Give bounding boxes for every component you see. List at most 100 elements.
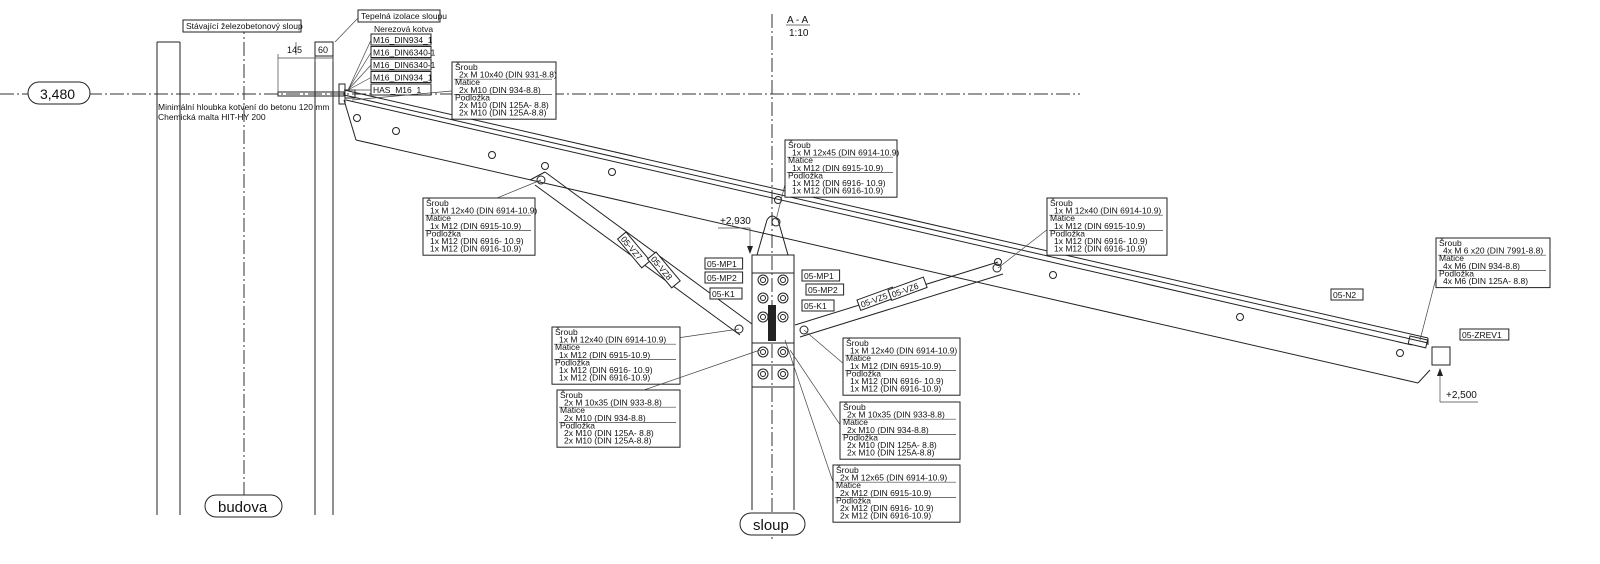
level-3480-label: 3,480 — [27, 81, 91, 105]
callout-spec: 1x M 12x40 (DIN 6914-10.9) — [559, 335, 666, 345]
callout-spec: 2x M10 (DIN 125A-8.8) — [847, 448, 935, 458]
part-tag-mp2-left: 05-MP2 — [704, 271, 744, 284]
dim-145: 145 — [287, 45, 302, 55]
bolt-head — [757, 311, 769, 323]
callout-spec: 4x M 6 x20 (DIN 7991-8.8) — [1443, 246, 1543, 256]
bolt-hole — [541, 162, 549, 170]
callout-spec: 1x M12 (DIN 6915-10.9) — [1054, 221, 1145, 231]
section-title: A - A — [787, 15, 808, 26]
part-tag-mp1-left: 05-MP1 — [704, 257, 744, 270]
bolt-head — [777, 346, 789, 358]
section-scale: 1:10 — [789, 28, 809, 39]
level-mark-2500: +2,500 — [1437, 368, 1478, 403]
callout-spec: 1x M12 (DIN 6916- 10.9) — [1054, 236, 1148, 246]
dim-60-box — [314, 41, 334, 57]
callout-spec: 4x M6 (DIN 934-8.8) — [1443, 261, 1520, 271]
anchor-part-box — [370, 46, 432, 58]
callout-heading: Podložka — [836, 495, 871, 505]
part-tag-mp1-right: 05-MP1 — [801, 269, 841, 282]
bolt-head — [757, 346, 769, 358]
callout-spec: 1x M12 (DIN 6916- 10.9) — [559, 365, 653, 375]
callout-spec: 2x M12 (DIN 6916- 10.9) — [840, 503, 934, 513]
bolt-holes — [353, 114, 1404, 357]
bolt-head — [777, 274, 789, 286]
callout-heading: Šroub — [843, 402, 866, 412]
anchor-part-label: HAS_M16_1 — [373, 85, 421, 95]
bolt-hole — [780, 314, 786, 320]
callout-heading: Matice — [555, 342, 580, 352]
callout-heading: Matice — [1439, 253, 1464, 263]
anchor-depth-note: Minimální hloubka kotvení do betonu 120 … — [158, 102, 330, 112]
insulation-note: Tepelná izolace sloupu — [361, 11, 447, 21]
callout-spec: 2x M10 (DIN 125A- 8.8) — [564, 428, 654, 438]
bolt-hole — [760, 277, 766, 283]
leader-line — [803, 329, 848, 367]
svg-text:05-N2: 05-N2 — [1333, 290, 1356, 300]
anchor-part-label: M16_DIN6340-1 — [373, 48, 436, 58]
dim-60: 60 — [318, 45, 328, 55]
bolt-hole — [488, 151, 496, 159]
bolt-hole — [994, 258, 1002, 266]
callout-spec: 1x M12 (DIN 6915-10.9) — [430, 221, 521, 231]
svg-text:+2,500: +2,500 — [1446, 390, 1477, 401]
callout-heading: Podložka — [455, 92, 490, 102]
callout-heading: Podložka — [426, 228, 461, 238]
bolt-head — [757, 274, 769, 286]
bolt-hole — [760, 295, 766, 301]
gutter-profile-05-ZREV1 — [1431, 346, 1451, 366]
svg-text:05-MP2: 05-MP2 — [707, 273, 737, 283]
callout-heading: Šroub — [788, 140, 811, 150]
callout-spec: 1x M12 (DIN 6915-10.9) — [559, 350, 650, 360]
bolt-head — [777, 368, 789, 380]
dimension-lines: 145 60 — [277, 41, 334, 92]
bolt-hole — [608, 168, 616, 176]
anchor-part-label: M16_DIN934_1 — [373, 73, 433, 83]
rafter-beam-05-N2 — [343, 89, 1451, 384]
callout-spec: 1x M 12x40 (DIN 6914-10.9) — [430, 206, 537, 216]
anchor-part-box — [370, 83, 432, 96]
callout-spec: 1x M12 (DIN 6916-10.9) — [850, 384, 941, 394]
callout-heading: Matice — [455, 77, 480, 87]
callout-heading: Matice — [788, 155, 813, 165]
callout-spec: 1x M 12x40 (DIN 6914-10.9) — [1054, 206, 1161, 216]
bolt-head — [757, 292, 769, 304]
svg-text:budova: budova — [218, 499, 268, 516]
bolt-hole — [760, 349, 766, 355]
bolt-hole — [780, 371, 786, 377]
callout-spec: 1x M12 (DIN 6915-10.9) — [792, 163, 883, 173]
bolt-hole — [1396, 349, 1404, 357]
bolt-hole — [1049, 271, 1057, 279]
axis-label-sloup: sloup — [739, 512, 806, 536]
callout-heading: Podložka — [1439, 268, 1474, 278]
bolt-hole — [1236, 313, 1244, 321]
callout-spec: 2x M 10x35 (DIN 933-8.8) — [847, 410, 945, 420]
callout-spec: 2x M10 (DIN 125A- 8.8) — [847, 440, 937, 450]
svg-text:05-MP1: 05-MP1 — [707, 259, 737, 269]
callout-spec: 1x M12 (DIN 6916- 10.9) — [850, 376, 944, 386]
callout-spec: 1x M12 (DIN 6916-10.9) — [1054, 244, 1145, 254]
callout-spec: 1x M12 (DIN 6916-10.9) — [792, 186, 883, 196]
callout-heading: Podložka — [843, 432, 878, 442]
svg-text:05-ZREV1: 05-ZREV1 — [1462, 330, 1502, 340]
bolt-hole — [353, 114, 361, 122]
bolt-head — [777, 311, 789, 323]
leader-line — [351, 90, 457, 101]
anchor-part-box — [370, 33, 432, 46]
callout-spec: 2x M 10x40 (DIN 931-8.8) — [459, 70, 557, 80]
part-tag-n2: 05-N2 — [1330, 288, 1364, 301]
existing-concrete-column — [156, 41, 334, 515]
callout-heading: Matice — [836, 480, 861, 490]
anchor-part-label: M16_DIN934_1 — [373, 35, 433, 45]
callout-heading: Podložka — [555, 357, 590, 367]
svg-text:+2,930: +2,930 — [720, 216, 751, 227]
leader-line — [784, 339, 838, 494]
callout-spec: 1x M 12x40 (DIN 6914-10.9) — [850, 346, 957, 356]
callout-heading: Matice — [560, 405, 585, 415]
callout-spec: 2x M10 (DIN 125A- 8.8) — [459, 100, 549, 110]
